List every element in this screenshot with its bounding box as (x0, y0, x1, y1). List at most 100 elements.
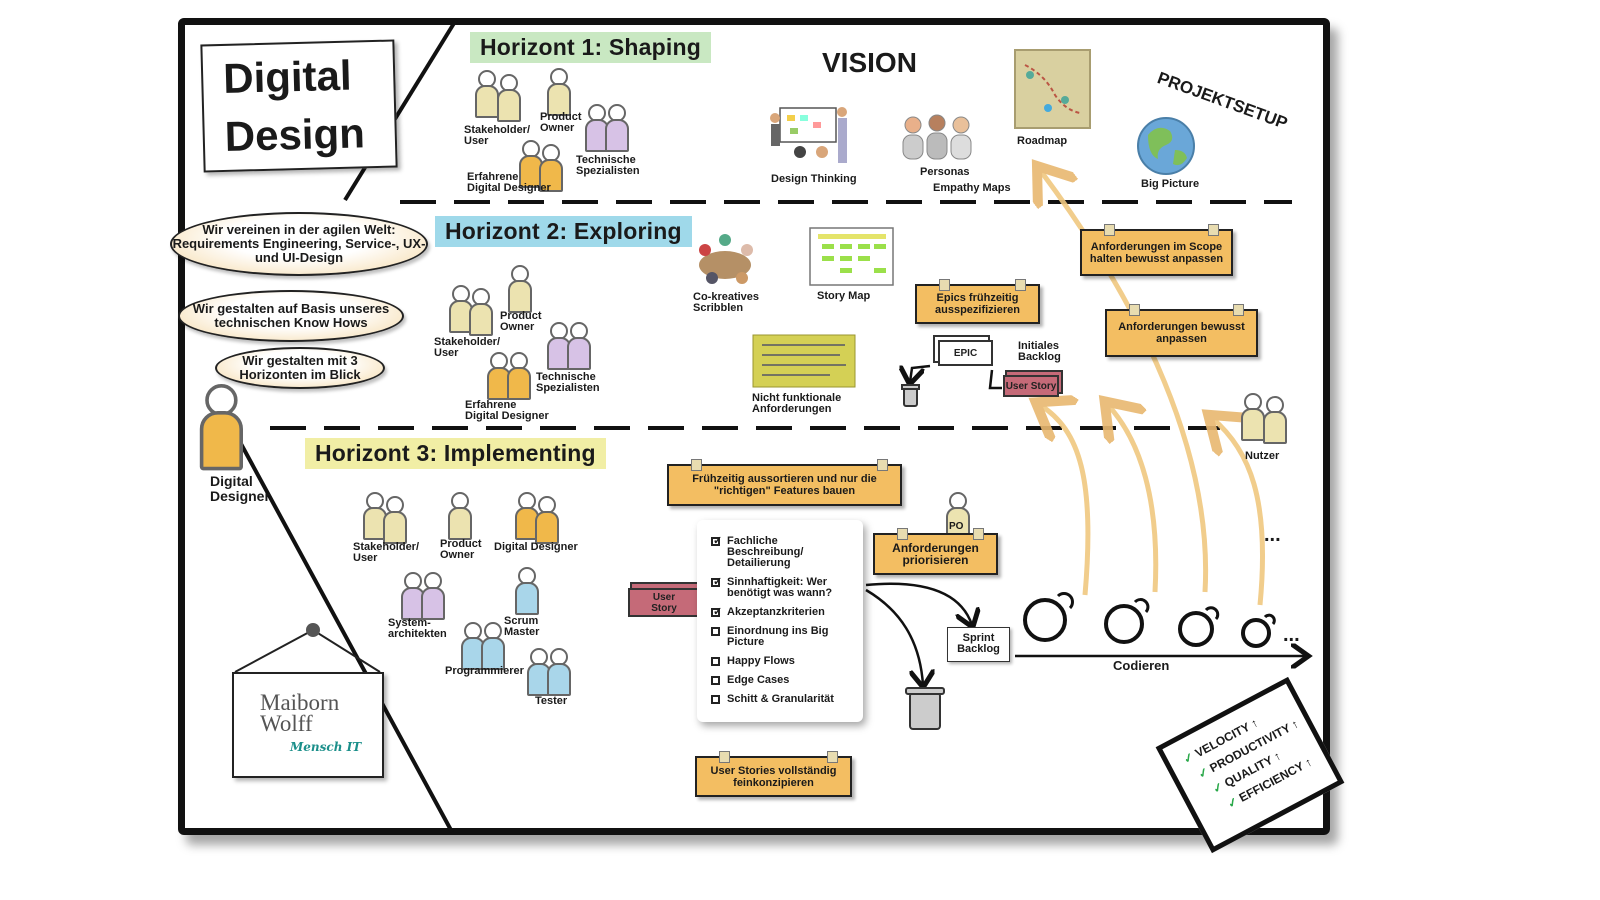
title-line-1: Digital (222, 51, 353, 102)
nfr-document-icon (752, 334, 856, 388)
personas-label: Personas (920, 166, 970, 178)
user-story-label: User Story (1005, 380, 1057, 392)
designer-figure (534, 496, 559, 544)
epics-note: Epics frühzeitig ausspezifizieren (915, 279, 1040, 324)
roadmap-label: Roadmap (1017, 135, 1068, 147)
checklist-item: ✓ Sinnhaftigkeit: Wer benötigt was wann? (711, 577, 853, 599)
story-map-icon (809, 227, 894, 286)
digital-designer-figure (198, 384, 244, 471)
h1-specialists-label: Technische Spezialisten (576, 154, 640, 177)
checklist-item-text: Sinnhaftigkeit: Wer benötigt was wann? (727, 576, 833, 599)
horizon-3-label: Horizont 3: Implementing (305, 438, 606, 469)
h3-stakeholder-label: Stakeholder/ User (353, 541, 420, 564)
h2-stakeholder-label: Stakeholder/ User (434, 336, 501, 359)
personas-icon (902, 114, 972, 160)
tester-figure (526, 648, 551, 696)
programmer-figure (460, 622, 485, 670)
user-story-label: User Story (651, 591, 677, 614)
logo-tagline: Mensch IT (290, 740, 362, 754)
nfr-label: Nicht funktionale Anforderungen (752, 392, 842, 415)
product-owner-figure (447, 492, 472, 540)
h3-architects-label: System- architekten (388, 617, 447, 640)
sprint-ellipsis: ... (1283, 624, 1300, 646)
unchecked-box-icon (711, 627, 720, 636)
stakeholder-figure (448, 285, 473, 333)
whiteboard (178, 18, 1330, 835)
designer-figure (514, 492, 539, 540)
user-figure (1262, 396, 1287, 444)
complete-stories-note: User Stories vollständig feinkonzipieren (695, 751, 852, 797)
unchecked-box-icon (711, 657, 720, 666)
h1-stakeholder-label: Stakeholder/ User (464, 124, 531, 147)
specialist-figure (546, 322, 571, 370)
vision-heading: VISION (822, 47, 917, 78)
checklist-item-text: Happy Flows (727, 655, 795, 667)
stakeholder-figure (474, 70, 499, 118)
h1-product-owner-label: Product Owner (540, 111, 582, 134)
speech-bubble-know-how: Wir gestalten auf Basis unseres technisc… (178, 290, 404, 342)
user-story-card: User Story (1003, 375, 1059, 397)
adapt-note: Anforderungen bewusst anpassen (1105, 304, 1258, 357)
h3-designer-label: Digital Designer (494, 541, 578, 553)
checklist-item-text: Edge Cases (727, 674, 790, 686)
epic-label: EPIC (953, 347, 978, 359)
trash-can-icon (901, 384, 945, 730)
checked-box-icon: ✓ (711, 535, 723, 547)
design-thinking-label: Design Thinking (771, 173, 857, 185)
unchecked-box-icon (711, 676, 720, 685)
speech-bubble-horizons: Wir gestalten mit 3 Horizonten im Blick (215, 347, 385, 389)
diagonal-divider-bottom (238, 441, 454, 833)
nail-and-string (234, 623, 381, 673)
user-figure (1240, 393, 1265, 441)
user-story-checklist: ✓Fachliche Beschreibung/ Detailierung✓Si… (697, 520, 863, 722)
epic-card: EPIC (938, 340, 993, 366)
h1-designers-label: Erfahrene Digital Designer (467, 171, 551, 194)
h3-product-owner-label: Product Owner (440, 538, 482, 561)
codieren-label: Codieren (1113, 658, 1170, 673)
initial-backlog-label: Initiales Backlog (1018, 340, 1061, 363)
scrum-master-figure (514, 567, 539, 615)
speech-bubble-agile: Wir vereinen in der agilen Welt: Require… (170, 212, 428, 276)
h3-scrum-master-label: Scrum Master (504, 615, 540, 638)
scribblen-label: Co-kreatives Scribblen (693, 291, 760, 314)
specialist-figure (566, 322, 591, 370)
designer-figure (486, 352, 511, 400)
stakeholder-figure (468, 288, 493, 336)
more-ellipsis: ... (1264, 524, 1281, 546)
design-thinking-icon (770, 107, 847, 163)
product-owner-figure (507, 265, 532, 313)
programmer-figure (480, 622, 505, 670)
scope-note: Anforderungen im Scope halten bewusst an… (1080, 224, 1233, 276)
designer-figure (538, 144, 563, 192)
specialist-figure (604, 104, 629, 152)
user-story-card: User Story (628, 588, 700, 617)
designer-figure (506, 352, 531, 400)
checked-box-icon: ✓ (711, 576, 723, 588)
h2-designers-label: Erfahrene Digital Designer (465, 399, 549, 422)
roadmap-icon (1014, 49, 1091, 129)
title-note: Digital Design (200, 39, 398, 173)
checklist-item: ✓Fachliche Beschreibung/ Detailierung (711, 536, 853, 569)
po-label: PO (949, 521, 964, 532)
flow-arrows (865, 364, 1306, 685)
architect-figure (420, 572, 445, 620)
diagonal-divider-top (343, 18, 458, 202)
h3-tester-label: Tester (535, 695, 568, 707)
checklist-item-text: Akzeptanzkriterien (727, 606, 825, 618)
product-owner-figure (546, 68, 571, 116)
h3-programmer-label: Programmierer (445, 665, 524, 677)
maibornwolff-sign: Maiborn Wolff Mensch IT (232, 672, 384, 778)
unchecked-box-icon (711, 695, 720, 704)
story-map-label: Story Map (817, 290, 871, 302)
globe-icon (1137, 117, 1195, 175)
checklist-item-text: Einordnung ins Big Picture (727, 625, 829, 648)
checklist-item: Happy Flows (711, 656, 853, 667)
sprint-backlog-box: Sprint Backlog (947, 627, 1010, 662)
digital-designer-label: Digital Designer (210, 473, 270, 504)
horizon-2-label: Horizont 2: Exploring (435, 216, 692, 247)
sprint-cycles (1023, 592, 1276, 648)
checklist-item: Einordnung ins Big Picture (711, 626, 853, 648)
big-picture-label: Big Picture (1141, 178, 1200, 190)
empathy-maps-label: Empathy Maps (933, 182, 1011, 194)
